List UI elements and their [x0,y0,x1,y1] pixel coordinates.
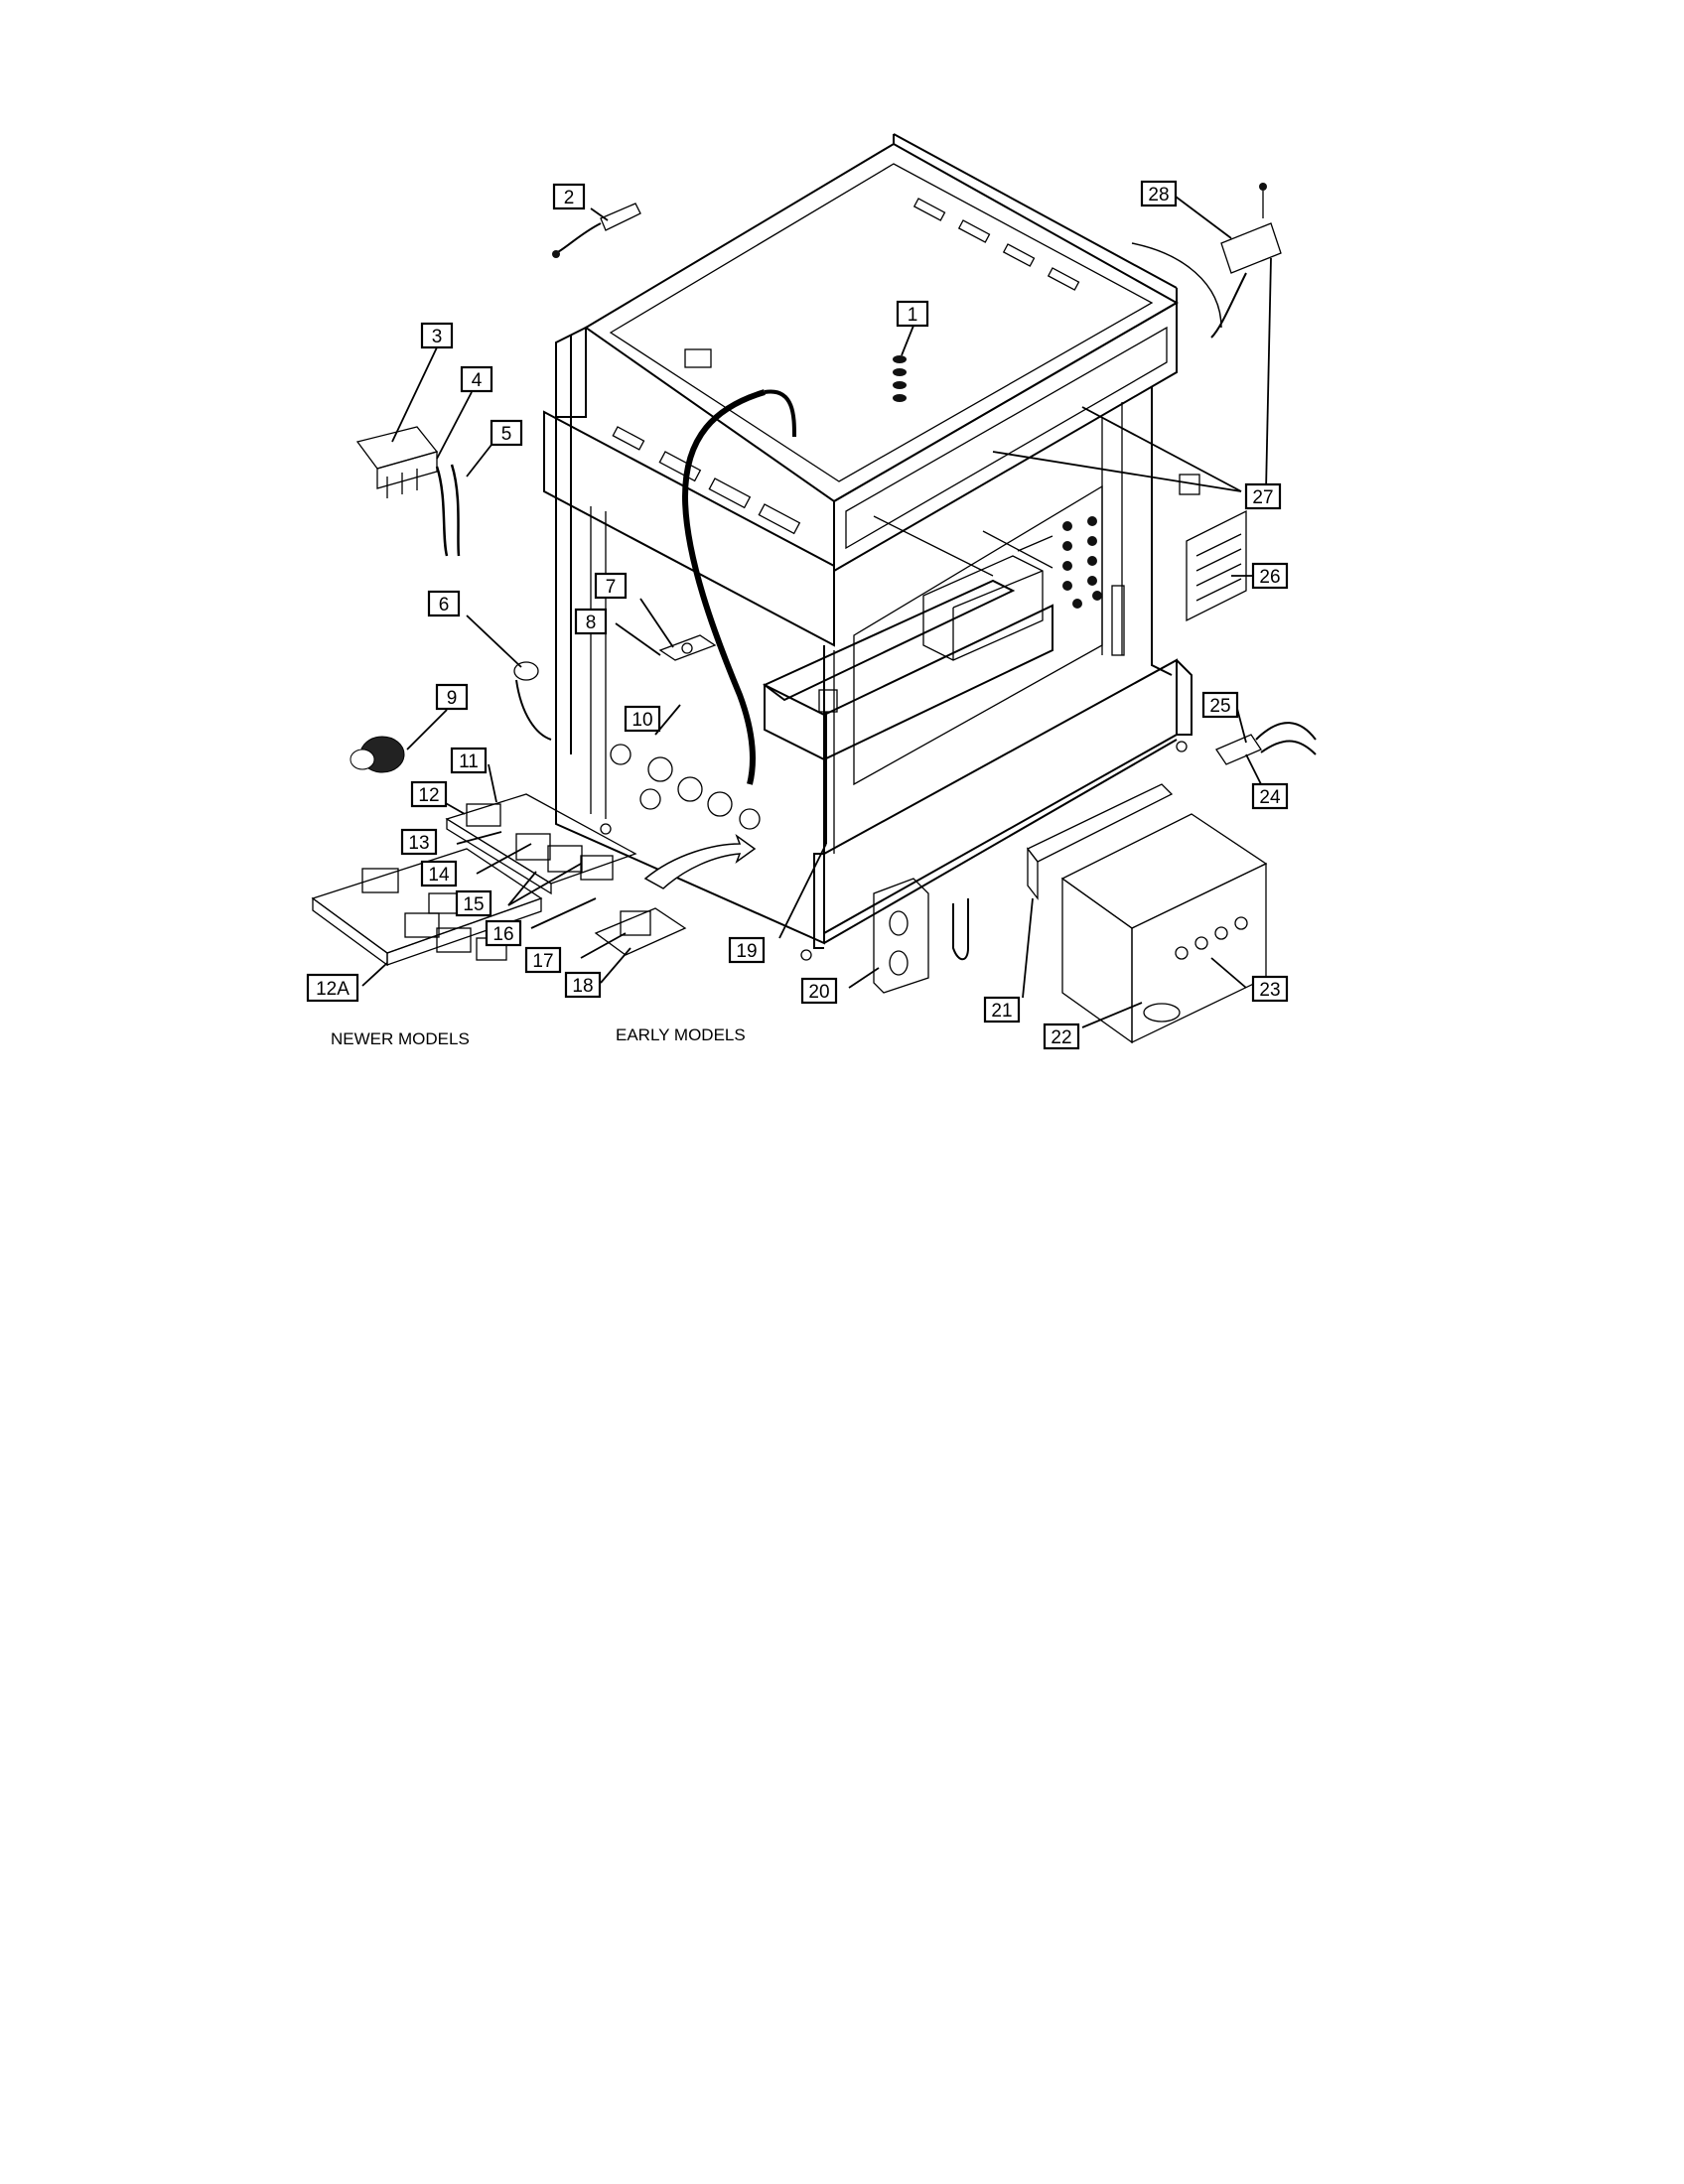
callout-17: 17 [524,946,562,974]
svg-text:14: 14 [428,865,450,886]
part-26-terminal-block [1186,509,1247,622]
range-cabinet-body [543,133,1193,961]
svg-text:18: 18 [572,976,593,997]
part-2-sensor [552,203,641,258]
part-6-thermostat [513,661,552,741]
svg-text:13: 13 [408,833,429,854]
caption-newer-models: NEWER MODELS [331,1029,470,1048]
svg-text:3: 3 [432,327,443,347]
svg-text:8: 8 [586,613,597,633]
svg-text:21: 21 [991,1001,1012,1022]
svg-text:12: 12 [418,785,439,806]
callout-6: 6 [427,590,461,617]
svg-text:20: 20 [808,982,829,1003]
callout-11: 11 [450,747,488,774]
callout-7: 7 [594,572,628,600]
svg-text:9: 9 [447,688,458,709]
callout-13: 13 [400,828,438,856]
callout-12: 12 [410,780,448,808]
callout-8: 8 [574,608,608,635]
part-17-18-transformer [594,907,687,956]
svg-text:24: 24 [1259,787,1281,808]
callout-15: 15 [455,889,492,917]
caption-early-models: EARLY MODELS [616,1025,746,1044]
part-20-timer [873,878,969,994]
svg-text:19: 19 [736,941,757,962]
svg-text:25: 25 [1209,696,1230,717]
part-24-25-switch [1215,722,1317,765]
wire-harness [681,389,766,785]
callout-18: 18 [564,971,602,999]
direction-arrow [643,833,757,889]
svg-text:27: 27 [1252,487,1273,508]
callout-25: 25 [1201,691,1239,719]
part-19-switch [818,689,838,844]
svg-text:2: 2 [564,188,575,208]
part-28-switch [1131,183,1282,339]
callout-5: 5 [490,419,523,447]
callout-12A: 12A [306,973,359,1003]
svg-text:28: 28 [1148,185,1169,205]
svg-text:1: 1 [908,305,918,326]
callout-9: 9 [435,683,469,711]
svg-text:16: 16 [492,924,513,945]
svg-text:17: 17 [532,951,553,972]
svg-text:23: 23 [1259,980,1280,1001]
callout-2: 2 [552,183,586,210]
callout-20: 20 [800,977,838,1005]
callout-24: 24 [1251,782,1289,810]
part-1-screws [893,355,907,402]
svg-text:26: 26 [1259,567,1280,588]
callout-22: 22 [1043,1023,1080,1050]
callout-10: 10 [624,705,661,733]
callout-21: 21 [983,996,1021,1024]
svg-text:11: 11 [459,751,479,772]
svg-text:7: 7 [606,577,617,598]
leader-lines [361,193,1272,1028]
callout-28: 28 [1140,180,1178,207]
callout-1: 1 [896,300,929,328]
callout-23: 23 [1251,975,1289,1003]
svg-text:5: 5 [501,424,512,445]
part-9-knob [350,736,405,773]
relay-board-early [445,793,637,895]
callout-26: 26 [1251,562,1289,590]
svg-text:4: 4 [472,370,483,391]
callout-27: 27 [1244,482,1282,510]
part-21-23-control-panel [1026,783,1268,1044]
svg-text:15: 15 [463,894,484,915]
part-3-4-5-switch-assembly [355,426,461,557]
svg-text:6: 6 [439,595,450,615]
callout-4: 4 [460,365,493,393]
callout-16: 16 [485,919,522,947]
svg-text:22: 22 [1051,1027,1071,1048]
callout-3: 3 [420,322,454,349]
part-7-8-bracket [658,634,717,661]
svg-text:10: 10 [632,710,652,731]
callout-19: 19 [728,936,766,964]
callout-14: 14 [420,860,458,887]
svg-text:12A: 12A [316,979,350,1000]
